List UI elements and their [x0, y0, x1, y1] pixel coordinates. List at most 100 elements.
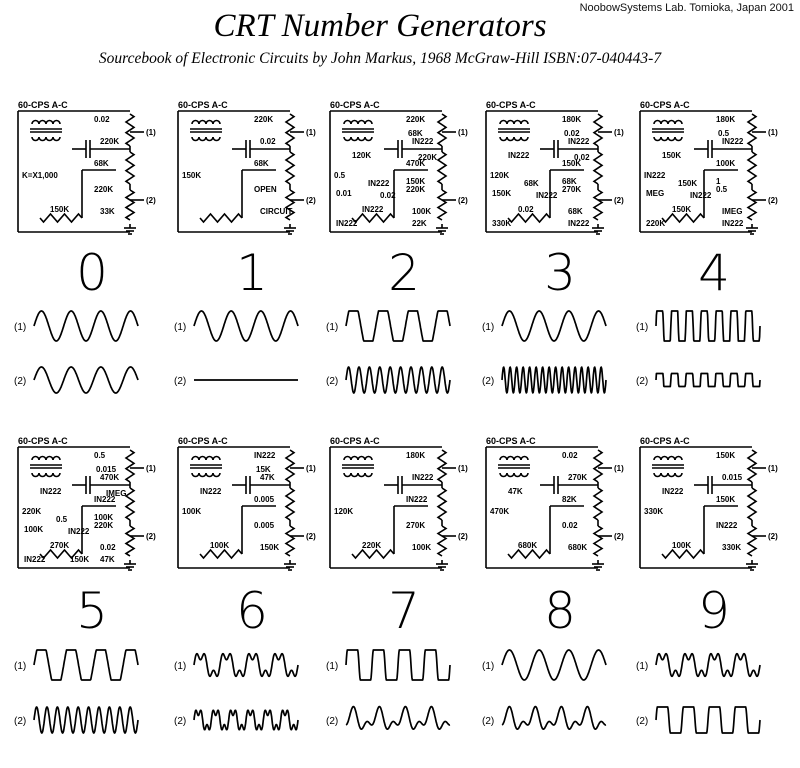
component-label: IN222 — [200, 487, 222, 496]
trace-2-waveform — [655, 706, 761, 734]
digit-0: 0 — [76, 244, 108, 302]
output-1-label: (1) — [614, 128, 624, 137]
ac-source-label: 60-CPS A-C — [178, 436, 228, 446]
component-label: 470K — [490, 507, 509, 516]
component-label: 0.02 — [100, 543, 116, 552]
component-label: 150K — [260, 543, 279, 552]
component-label: 150K — [716, 495, 735, 504]
digit-9: 9 — [698, 582, 730, 640]
output-2-label: (2) — [614, 532, 624, 541]
component-label: 220K — [22, 507, 41, 516]
component-label: IMEG — [722, 207, 742, 216]
component-label: IN222 — [722, 137, 744, 146]
component-label: 0.02 — [380, 191, 396, 200]
trace-2-label: (2) — [14, 376, 26, 387]
component-label: 100K — [210, 541, 229, 550]
component-label: 0.02 — [518, 205, 534, 214]
component-label: 0.02 — [564, 129, 580, 138]
circuit-0: 60-CPS A-C(1)(2)0.02220K68KK=X1,000220K3… — [14, 100, 156, 394]
trace-2-label: (2) — [482, 376, 494, 387]
component-label: IMEG — [106, 489, 126, 498]
component-label: 0.005 — [254, 495, 275, 504]
digit-7: 7 — [388, 582, 420, 640]
trace-1-label: (1) — [482, 661, 494, 672]
digit-5: 5 — [76, 582, 108, 640]
component-label: 68K — [524, 179, 539, 188]
trace-1-waveform — [33, 649, 139, 681]
trace-1-label: (1) — [174, 661, 186, 672]
component-label: 220K — [406, 185, 425, 194]
trace-2-label: (2) — [326, 376, 338, 387]
output-1-label: (1) — [458, 464, 468, 473]
trace-1-waveform — [501, 310, 607, 342]
ac-source-label: 60-CPS A-C — [178, 100, 228, 110]
output-1-label: (1) — [614, 464, 624, 473]
component-label: 47K — [100, 555, 115, 564]
component-label: IN222 — [68, 527, 90, 536]
component-label: 68K — [568, 207, 583, 216]
trace-2-label: (2) — [326, 716, 338, 727]
component-label: 150K — [492, 189, 511, 198]
component-label: 330K — [722, 543, 741, 552]
component-label: MEG — [646, 189, 664, 198]
output-1-label: (1) — [458, 128, 468, 137]
circuit-6: 60-CPS A-C(1)(2)IN22247K0.005100K0.00515… — [174, 436, 316, 731]
component-label: IN222 — [722, 219, 744, 228]
trace-1-label: (1) — [326, 322, 338, 333]
component-label: 150K — [182, 171, 201, 180]
output-2-label: (2) — [458, 532, 468, 541]
component-label: IN222 — [568, 219, 590, 228]
component-label: 0.5 — [56, 515, 68, 524]
component-label: 47K — [508, 487, 523, 496]
component-label: 470K — [406, 159, 425, 168]
trace-2-label: (2) — [174, 376, 186, 387]
component-label: 270K — [562, 185, 581, 194]
digit-3: 3 — [544, 244, 576, 302]
circuit-1: 60-CPS A-C(1)(2)220K0.0268K150KOPENCIRCU… — [174, 100, 316, 387]
trace-2-waveform — [33, 366, 139, 394]
digit-1: 1 — [236, 244, 268, 302]
output-1-label: (1) — [146, 128, 156, 137]
component-label: IN222 — [94, 495, 116, 504]
ac-source-label: 60-CPS A-C — [18, 100, 68, 110]
trace-1-waveform — [33, 310, 139, 342]
component-label: 220K — [94, 185, 113, 194]
component-label: K=X1,000 — [22, 171, 58, 180]
component-label: 22K — [412, 219, 427, 228]
trace-2-label: (2) — [14, 716, 26, 727]
trace-1-label: (1) — [636, 322, 648, 333]
output-1-label: (1) — [306, 128, 316, 137]
component-label: 270K — [50, 541, 69, 550]
ac-source-label: 60-CPS A-C — [486, 100, 536, 110]
output-1-label: (1) — [306, 464, 316, 473]
trace-1-waveform — [193, 310, 299, 342]
trace-2-label: (2) — [174, 716, 186, 727]
component-label: 220K — [406, 115, 425, 124]
output-1-label: (1) — [768, 464, 778, 473]
component-label: 0.02 — [260, 137, 276, 146]
output-1-label: (1) — [146, 464, 156, 473]
circuit-5: 60-CPS A-C(1)(2)0.5470KIN222220K220K0.02… — [14, 436, 156, 734]
component-label: 120K — [490, 171, 509, 180]
digit-2: 2 — [388, 244, 420, 302]
trace-2-waveform — [193, 709, 299, 731]
component-label: 0.02 — [562, 521, 578, 530]
output-2-label: (2) — [768, 532, 778, 541]
circuit-4: 60-CPS A-C(1)(2)180KIN222100KIN2220.5IME… — [636, 100, 778, 388]
component-label: 680K — [568, 543, 587, 552]
trace-2-label: (2) — [482, 716, 494, 727]
component-label: 0.015 — [96, 465, 117, 474]
trace-1-label: (1) — [482, 322, 494, 333]
trace-1-label: (1) — [174, 322, 186, 333]
component-label: 180K — [716, 115, 735, 124]
ac-source-label: 60-CPS A-C — [486, 436, 536, 446]
component-label: 47K — [260, 473, 275, 482]
trace-2-waveform — [33, 706, 139, 734]
component-label: 680K — [518, 541, 537, 550]
component-label: 150K — [406, 177, 425, 186]
component-label: IN222 — [690, 191, 712, 200]
trace-1-waveform — [193, 652, 299, 678]
output-2-label: (2) — [146, 196, 156, 205]
component-label: IN222 — [536, 191, 558, 200]
component-label: 0.02 — [94, 115, 110, 124]
